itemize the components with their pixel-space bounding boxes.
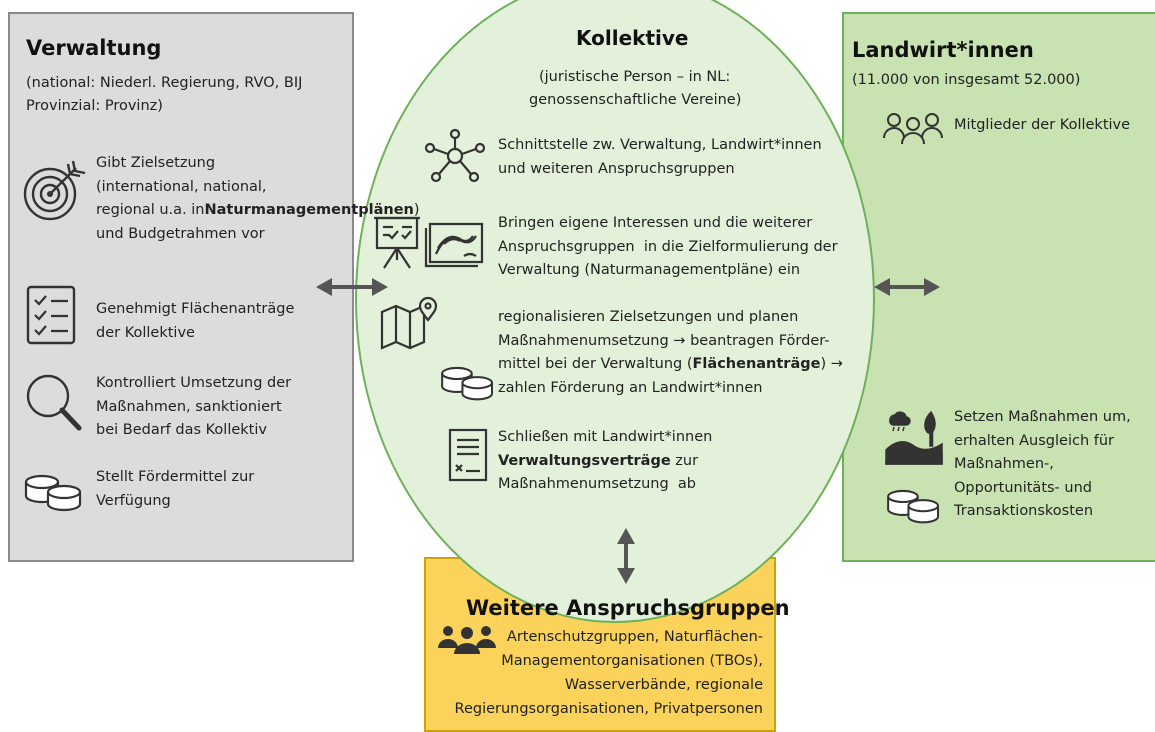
- kollektive-subtitle-line-1: (juristische Person – in NL:: [539, 69, 731, 85]
- kollektive-item-interessen: Bringen eigene Interessen und die weiter…: [498, 215, 838, 278]
- kollektive-title: Kollektive: [576, 26, 689, 50]
- verwaltung-item-zielsetzung: Gibt Zielsetzung (international, nationa…: [96, 152, 420, 246]
- weitere-line-2: Managementorganisationen (TBOs),: [501, 653, 763, 669]
- vertraege-text-b: zur Maßnahmenumsetzung ab: [498, 452, 699, 493]
- people-group-icon: [882, 110, 944, 146]
- users-group-icon: [436, 624, 498, 656]
- kollektive-item-schnittstelle: Schnittstelle zw. Verwaltung, Landwirt*i…: [498, 137, 822, 177]
- weitere-title: Weitere Anspruchsgruppen: [466, 596, 790, 620]
- zielsetzung-text-bold: Naturmanagementplänen: [204, 202, 414, 218]
- verwaltung-subtitle-line-2: Provinzial: Provinz): [26, 98, 163, 114]
- verwaltung-item-kontrolliert: Kontrolliert Umsetzung der Maßnahmen, sa…: [96, 375, 292, 438]
- kollektive-item-vertraege: Schließen mit Landwirt*innen Verwaltungs…: [498, 426, 712, 497]
- coins-icon: [22, 462, 86, 514]
- coins-icon: [884, 478, 944, 526]
- arrow-kollektive-weitere: [614, 528, 638, 584]
- flaechenantraege-bold: Flächenanträge: [692, 356, 821, 372]
- verwaltung-subtitle-line-1: (national: Niederl. Regierung, RVO, BIJ: [26, 75, 303, 91]
- landwirte-item-massnahmen: Setzen Maßnahmen um, erhalten Ausgleich …: [954, 409, 1131, 519]
- verwaltung-title: Verwaltung: [26, 36, 162, 60]
- checklist-icon: [26, 285, 78, 345]
- weitere-line-1: Artenschutzgruppen, Naturflächen-: [506, 629, 763, 645]
- arrow-kollektive-landwirte: [874, 275, 940, 299]
- topographic-map-icon: [424, 220, 488, 270]
- weitere-line-3: Wasserverbände, regionale: [564, 677, 763, 693]
- coins-icon: [438, 355, 498, 403]
- landscape-rain-icon: [884, 410, 944, 466]
- target-icon: [20, 158, 88, 224]
- landwirte-title: Landwirt*innen: [852, 38, 1034, 62]
- vertraege-text-a: Schließen mit Landwirt*innen: [498, 429, 713, 445]
- regionalisieren-text-a: regionalisieren Zielsetzungen und planen…: [498, 309, 830, 372]
- verwaltung-item-foerdermittel: Stellt Fördermittel zur Verfügung: [96, 469, 255, 509]
- zielsetzung-text-pre: Gibt Zielsetzung (international, nationa…: [96, 155, 267, 218]
- kollektive-item-regionalisieren: regionalisieren Zielsetzungen und planen…: [498, 306, 843, 400]
- regionalisieren-text-b: ) → zahlen Förderung an Landwirt*innen: [498, 356, 843, 396]
- kollektive-circle: [355, 0, 875, 623]
- contract-icon: [448, 428, 488, 482]
- network-icon: [424, 128, 486, 184]
- kollektive-subtitle-line-2: genossenschaftliche Vereine): [529, 92, 742, 108]
- verwaltung-item-genehmigt: Genehmigt Flächenanträge der Kollektive: [96, 301, 295, 341]
- landwirte-item-mitglieder: Mitglieder der Kollektive: [954, 117, 1131, 133]
- verwaltungsvertraege-bold: Verwaltungsverträge: [498, 452, 671, 469]
- arrow-verwaltung-kollektive: [316, 275, 388, 299]
- map-pin-icon: [380, 296, 438, 350]
- landwirte-subtitle: (11.000 von insgesamt 52.000): [852, 72, 1081, 88]
- presentation-board-icon: [372, 214, 422, 270]
- magnifier-icon: [24, 372, 84, 434]
- zielsetzung-text-post: ) und Budgetrahmen vor: [96, 202, 420, 242]
- weitere-line-4: Regierungsorganisationen, Privatpersonen: [454, 701, 763, 717]
